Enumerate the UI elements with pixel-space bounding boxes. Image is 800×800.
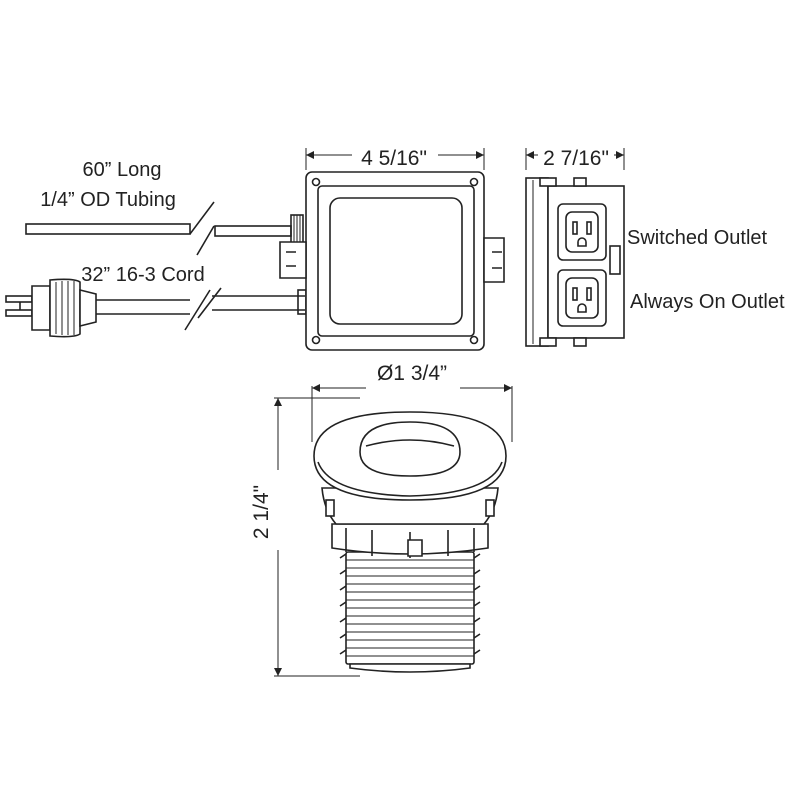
always-on-outlet-label: Always On Outlet — [630, 291, 785, 313]
air-switch-button — [313, 411, 507, 673]
box-width-dimension — [305, 148, 485, 170]
box-width-label: 4 5/16" — [361, 147, 427, 170]
always-on-outlet — [557, 269, 607, 327]
switched-outlet — [557, 203, 607, 261]
button-height-label: 2 1/4" — [250, 485, 273, 539]
air-tubing — [25, 201, 304, 256]
switched-outlet-label: Switched Outlet — [627, 227, 768, 249]
button-diameter-label: Ø1 3/4” — [377, 362, 447, 385]
cord-label: 32” 16-3 Cord — [81, 264, 204, 286]
tubing-length-label: 60” Long — [83, 159, 162, 181]
button-height-dimension — [274, 397, 360, 677]
control-box-side — [525, 177, 625, 347]
button-diameter-dimension — [311, 384, 513, 442]
power-cord-with-plug — [5, 278, 307, 338]
box-depth-label: 2 7/16" — [543, 147, 609, 170]
box-depth-dimension — [525, 148, 625, 170]
control-box-front — [279, 171, 505, 351]
tubing-od-label: 1/4” OD Tubing — [40, 189, 176, 211]
